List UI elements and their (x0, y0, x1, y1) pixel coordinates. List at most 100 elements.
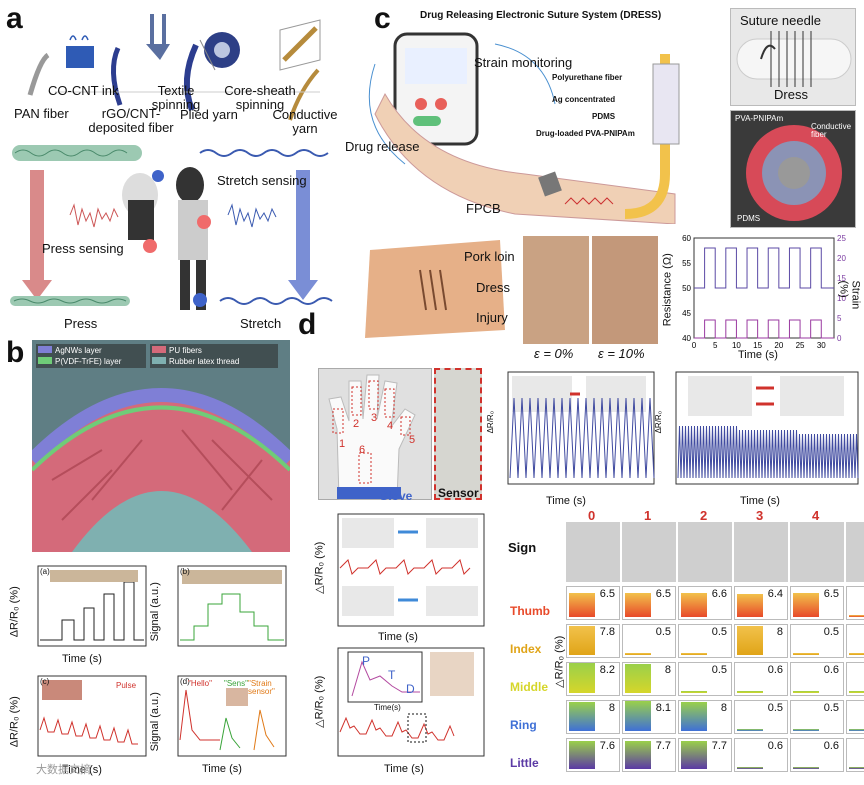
heatmap-cell: 0.6 (846, 586, 864, 620)
step-conductive-label: Conductive yarn (272, 107, 338, 136)
heatmap-value: 8.2 (599, 664, 615, 676)
step-pan-label: PAN fiber (14, 106, 69, 121)
b-c-tag: (c) (40, 677, 50, 686)
heatmap-cell: 8 (678, 700, 732, 734)
stretch-sensing-label: Stretch sensing (217, 173, 307, 188)
c-chart-y2tick: 0 (837, 334, 842, 343)
finger-num-1: 1 (339, 438, 346, 450)
gesture-matrix: Sign 012345 △R/R₀ (%) Thumb6.56.56.66.46… (500, 508, 864, 785)
step-textile-label: Textile spinning (151, 83, 201, 112)
sign-photo (790, 522, 844, 582)
c-chart-xtick: 10 (732, 341, 741, 350)
inset-d: D (406, 682, 415, 696)
step-plied-label: Plied yarn (180, 107, 238, 122)
heatmap-bar (849, 653, 864, 655)
heatmap-value: 7.7 (711, 740, 727, 752)
d-chart2-xlabel: Time (s) (740, 495, 780, 507)
heatmap-value: 0.6 (767, 664, 783, 676)
heatmap-cell: 6.5 (790, 586, 844, 620)
heatmap-cell: 0.6 (846, 662, 864, 696)
layer-drug: Drug-loaded PVA-PNIPAm (536, 129, 635, 138)
heatmap-bar (793, 593, 819, 617)
eps10-label: ε = 10% (598, 346, 645, 361)
heatmap-cell: 6.5 (566, 586, 620, 620)
heatmap-value: 8 (776, 626, 783, 638)
heatmap-bar (569, 593, 595, 617)
heatmap-cell: 0.5 (734, 700, 788, 734)
heatmap-value: 0.5 (767, 702, 783, 714)
fpcb-label: FPCB (466, 201, 501, 216)
finger-row-label: Middle (510, 680, 548, 694)
heatmap-bar (569, 741, 595, 769)
heatmap-bar (569, 663, 595, 693)
finger-row-label: Ring (510, 718, 537, 732)
heatmap-cell: 0.5 (790, 700, 844, 734)
heatmap-cell: 8 (566, 700, 620, 734)
strain10-photo (592, 236, 658, 344)
c-chart-xtick: 0 (692, 341, 697, 350)
sign-photo (566, 522, 620, 582)
finger-num-6: 6 (359, 444, 366, 456)
heatmap-bar (793, 729, 819, 731)
heatmap-value: 6.5 (823, 588, 839, 600)
heatmap-cell: 7.7 (622, 738, 676, 772)
drug-release-label: Drug release (345, 139, 420, 154)
panel-c-label: c (374, 2, 391, 35)
b-b-tag: (b) (180, 567, 190, 576)
heatmap-bar (625, 701, 651, 731)
heatmap-cell: 0.5 (622, 624, 676, 658)
sensor-label: Sensor (438, 486, 479, 500)
heatmap-cell: 8.2 (566, 662, 620, 696)
heatmap-value: 7.6 (599, 740, 615, 752)
glove-label: Glove (379, 489, 413, 503)
panel-a (0, 0, 345, 340)
heatmap-cell: 8.1 (622, 700, 676, 734)
c-chart-y2tick: 5 (837, 314, 842, 323)
heatmap-cell: 0.6 (790, 662, 844, 696)
c-chart-xtick: 20 (774, 341, 783, 350)
heatmap-value: 8.1 (655, 702, 671, 714)
heatmap-cell: 0.5 (846, 738, 864, 772)
c-chart-xtick: 30 (817, 341, 826, 350)
press-sensing-label: Press sensing (42, 241, 124, 256)
inset-xlabel: Time(s) (374, 703, 401, 712)
c-chart-xtick: 15 (753, 341, 762, 350)
d-chart4: P T D Time(s) △R/R₀ (%) Time (s) (313, 646, 488, 778)
c-chart-ytick: 50 (682, 284, 691, 293)
heatmap-bar (681, 740, 707, 769)
heatmap-cell: 0.6 (734, 662, 788, 696)
layer-ag: Ag concentrated (552, 95, 616, 104)
sign-number: 4 (812, 508, 820, 523)
sign-number: 3 (756, 508, 764, 523)
d-chart1-ylabel: ΔR/R₀ (486, 410, 496, 434)
heatmap-cell: 6.5 (622, 586, 676, 620)
heatmap-cell: 7.7 (678, 738, 732, 772)
c-chart-y2tick: 25 (837, 234, 846, 243)
cross-pva-label: PVA-PNIPAm (735, 114, 784, 123)
heatmap-bar (737, 729, 763, 731)
b-subchart-d: (d) "Hello" "Sens" "Strain sensor" Signa… (148, 670, 290, 780)
heatmap-bar (849, 690, 864, 693)
b-d-ylabel: Signal (a.u.) (148, 692, 161, 752)
sign-photo (622, 522, 676, 582)
sensor-closeup-photo (434, 368, 482, 500)
d-chart2-ylabel: ΔR/R₀ (654, 410, 664, 434)
c-chart-y2tick: 20 (837, 254, 846, 263)
heatmap-cell: 0.5 (678, 624, 732, 658)
heatmap-cell: 0.5 (678, 662, 732, 696)
step-rgo-label: rGO/CNT-deposited fiber (88, 106, 174, 135)
heatmap-bar (849, 614, 864, 617)
heatmap-bar (793, 766, 819, 769)
resistance-series (694, 247, 834, 289)
heatmap-bar (681, 653, 707, 655)
c-chart-ytick: 45 (682, 309, 691, 318)
inset-t: T (388, 668, 396, 682)
heatmap-value: 0.6 (767, 740, 783, 752)
b-a-xlabel: Time (s) (62, 653, 102, 665)
sign-photo (734, 522, 788, 582)
b-b-ylabel: Signal (a.u.) (148, 582, 161, 642)
c-chart-y2tick: 10 (837, 294, 846, 303)
sign-number: 2 (700, 508, 708, 523)
